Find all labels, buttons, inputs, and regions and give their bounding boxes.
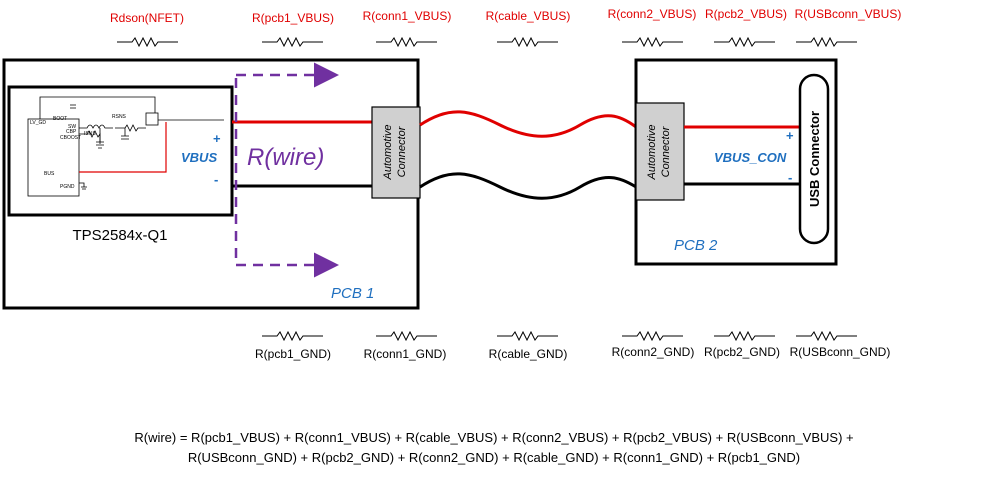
resistor-label-rdson: Rdson(NFET): [110, 11, 184, 25]
resistor-label-conn2-gnd: R(conn2_GND): [612, 345, 695, 359]
pcb1-label: PCB 1: [331, 285, 374, 302]
pcb2-connector-label-2: Connector: [660, 125, 672, 177]
resistor-label-conn2-vbus: R(conn2_VBUS): [608, 7, 697, 21]
resistor-symbol-conn2-vbus: [622, 36, 683, 48]
chip-pin-labels: LV_GD BOOT SW CBP CBOOST BUS PGND RSNS I…: [30, 114, 127, 190]
pin-lv-gd: LV_GD: [30, 120, 46, 126]
pin-sw: SW: [68, 124, 76, 130]
formula-line-1: R(wire) = R(pcb1_VBUS) + R(conn1_VBUS) +…: [134, 430, 854, 445]
pcb1-connector-label-2: Connector: [396, 125, 408, 177]
pin-boot: BOOT: [53, 116, 67, 122]
resistor-symbol-pcb1-gnd: [262, 330, 323, 342]
resistor-label-pcb1-vbus: R(pcb1_VBUS): [252, 11, 334, 25]
resistor-symbol-rdson: [117, 36, 178, 48]
pcb1-minus-sign: -: [214, 172, 218, 187]
pcb1-automotive-connector: [371, 106, 421, 199]
resistor-label-pcb2-vbus: R(pcb2_VBUS): [705, 7, 787, 21]
resistor-label-conn1-gnd: R(conn1_GND): [364, 347, 447, 361]
pin-rsns: RSNS: [112, 114, 127, 120]
pin-bus: BUS: [44, 171, 55, 177]
chip-module-label: TPS2584x-Q1: [72, 227, 167, 244]
resistor-symbol-conn2-gnd: [622, 330, 683, 342]
resistor-symbol-pcb2-gnd: [714, 330, 775, 342]
internal-bus-trace: [79, 122, 167, 173]
chip-module-box: [7, 85, 234, 217]
pcb1-connector-label-1: Automotive: [382, 124, 394, 180]
pcb1-vbus-label: VBUS: [181, 150, 217, 165]
resistor-label-usbconn-gnd: R(USBconn_GND): [790, 345, 891, 359]
resistor-symbol-pcb2-vbus: [714, 36, 775, 48]
mini-schematic: [27, 96, 224, 197]
pcb2-vbus-label: VBUS_CON: [714, 150, 787, 165]
resistor-label-conn1-vbus: R(conn1_VBUS): [363, 9, 452, 23]
pin-pgnd: PGND: [60, 184, 75, 190]
wire-resistance-label: R(wire): [247, 144, 324, 171]
usb-connector: [798, 73, 830, 245]
pcb2-connector-label-1: Automotive: [646, 124, 658, 180]
resistor-label-pcb2-gnd: R(pcb2_GND): [704, 345, 780, 359]
usb-connector-label: USB Connector: [807, 111, 822, 207]
resistor-symbol-usbconn-gnd: [796, 330, 857, 342]
pin-isns: ISNS: [84, 131, 96, 137]
resistor-symbol-conn1-vbus: [376, 36, 437, 48]
pin-cboost: CBOOST: [60, 135, 81, 141]
formula-line-2: R(USBconn_GND) + R(pcb2_GND) + R(conn2_G…: [187, 450, 801, 465]
resistor-symbol-cable-vbus: [497, 36, 558, 48]
cable-vbus-wire: [419, 110, 637, 138]
pin-cbp: CBP: [66, 129, 77, 135]
resistor-label-cable-vbus: R(cable_VBUS): [486, 9, 571, 23]
pcb1-plus-sign: +: [213, 131, 221, 146]
pcb2-minus-sign: -: [788, 170, 792, 185]
resistor-symbol-conn1-gnd: [376, 330, 437, 342]
pcb2-plus-sign: +: [786, 128, 794, 143]
cable-gnd-wire: [419, 172, 637, 200]
resistor-symbol-pcb1-vbus: [262, 36, 323, 48]
pcb2-label: PCB 2: [674, 237, 718, 254]
pcb2-automotive-connector: [635, 102, 685, 201]
resistor-label-usbconn-vbus: R(USBconn_VBUS): [795, 7, 902, 21]
resistor-symbol-usbconn-vbus: [796, 36, 857, 48]
resistor-symbol-cable-gnd: [497, 330, 558, 342]
resistor-label-pcb1-gnd: R(pcb1_GND): [255, 347, 331, 361]
resistor-label-cable-gnd: R(cable_GND): [489, 347, 568, 361]
